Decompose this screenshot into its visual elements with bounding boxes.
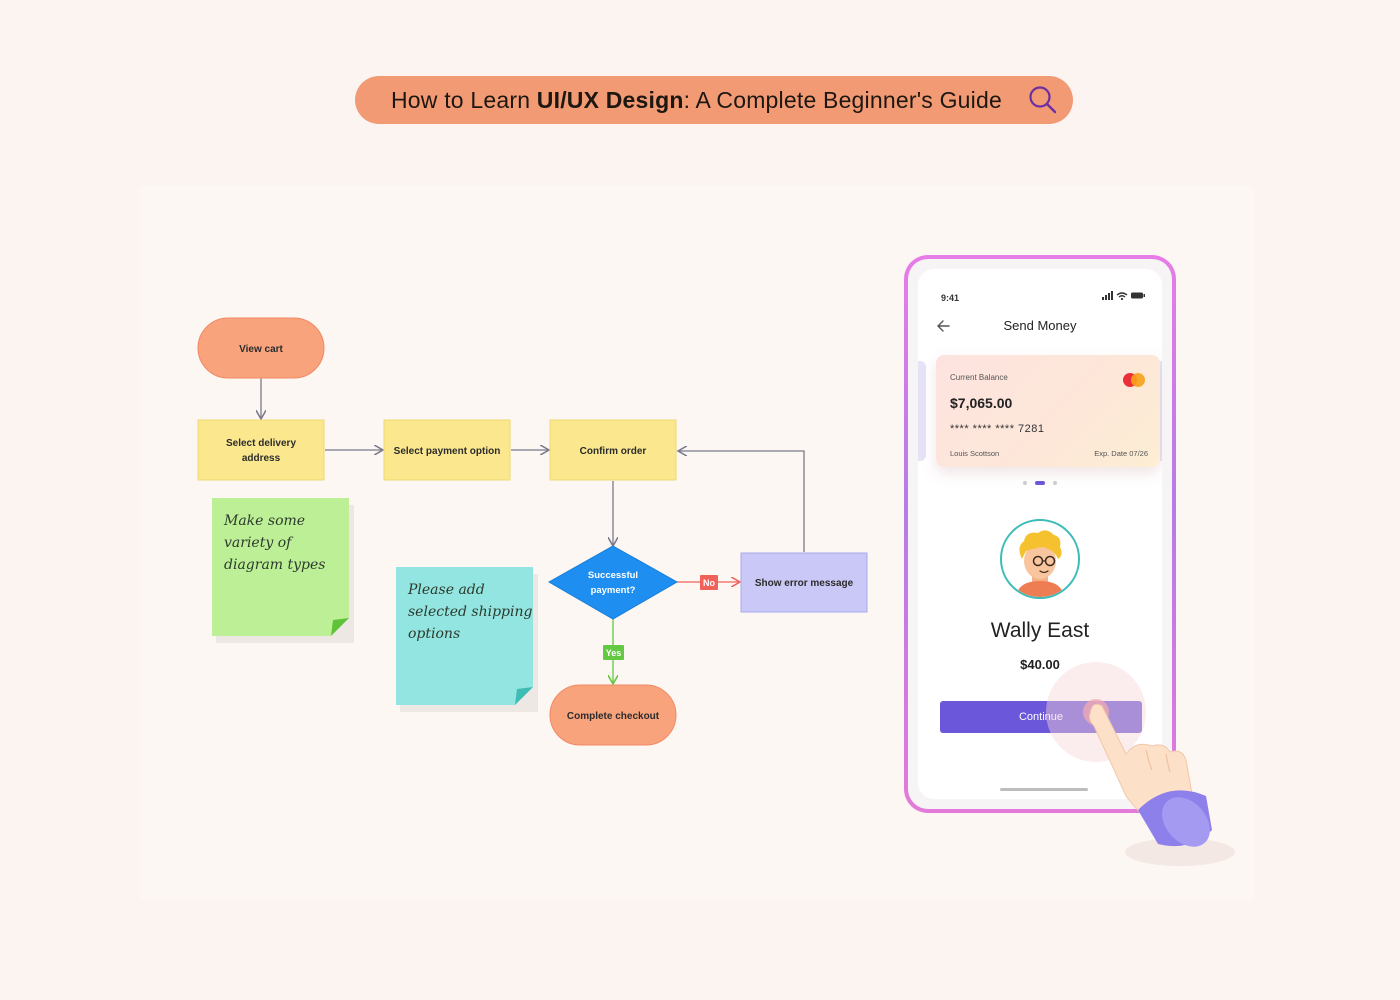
node-confirm-order-label: Confirm order: [580, 446, 647, 457]
node-select-delivery-label-1: Select delivery: [226, 438, 296, 449]
search-icon[interactable]: [1027, 84, 1059, 116]
sticky-teal-line-2: selected shipping: [408, 604, 532, 620]
screen-title: Send Money: [1003, 318, 1077, 333]
sticky-note-teal[interactable]: Please add selected shipping options: [396, 567, 538, 712]
edge-label-yes: Yes: [603, 645, 624, 660]
node-view-cart-label: View cart: [239, 344, 283, 355]
status-icons: [1102, 291, 1145, 301]
sticky-green-line-1: Make some: [223, 513, 305, 529]
battery-icon: [1131, 292, 1145, 299]
card-balance-label: Current Balance: [950, 373, 1008, 382]
card-balance: $7,065.00: [950, 395, 1013, 411]
transfer-amount: $40.00: [1020, 657, 1060, 672]
edge-error-confirm: [678, 451, 805, 552]
node-decision-label-2: payment?: [591, 585, 636, 596]
node-decision-payment[interactable]: Successful payment?: [547, 545, 679, 620]
node-select-delivery-label-2: address: [242, 453, 281, 464]
edge-label-no: No: [700, 575, 718, 590]
svg-text:Yes: Yes: [606, 648, 622, 658]
avatar: [1000, 519, 1080, 599]
sticky-green-line-3: diagram types: [224, 557, 325, 573]
phone-screen: 9:41: [918, 269, 1162, 799]
node-select-delivery[interactable]: Select delivery address: [197, 419, 325, 481]
pointing-hand-icon: [1046, 662, 1235, 866]
sticky-teal-line-1: Please add: [407, 582, 485, 598]
avatar-illustration: [1016, 530, 1064, 597]
card-number: **** **** **** 7281: [950, 423, 1045, 435]
sticky-note-green[interactable]: Make some variety of diagram types: [212, 498, 354, 643]
card-holder: Louis Scottson: [950, 449, 1000, 458]
back-arrow-icon[interactable]: [936, 319, 950, 333]
sticky-teal-line-3: options: [408, 626, 460, 642]
sticky-green-line-2: variety of: [224, 535, 294, 551]
node-confirm-order[interactable]: Confirm order: [549, 419, 677, 481]
carousel-dot[interactable]: [1053, 481, 1057, 485]
carousel-dot-active[interactable]: [1035, 481, 1045, 485]
carousel-dots: [918, 481, 1162, 485]
node-show-error-label: Show error message: [755, 578, 854, 589]
node-show-error[interactable]: Show error message: [740, 552, 868, 613]
phone-body: 9:41: [908, 259, 1172, 809]
balance-card[interactable]: Current Balance $7,065.00 **** **** ****…: [936, 355, 1160, 467]
wifi-icon: [1116, 292, 1128, 301]
carousel-dot[interactable]: [1023, 481, 1027, 485]
recipient-name: Wally East: [990, 619, 1090, 642]
svg-text:No: No: [703, 578, 715, 588]
status-time: 9:41: [941, 293, 960, 303]
signal-icon: [1102, 291, 1113, 300]
node-select-payment-label: Select payment option: [394, 446, 501, 457]
mastercard-logo-icon: [1123, 373, 1145, 387]
title-banner: How to Learn UI/UX Design: A Complete Be…: [355, 76, 1073, 124]
node-complete-checkout[interactable]: Complete checkout: [549, 684, 677, 746]
page-title: How to Learn UI/UX Design: A Complete Be…: [391, 86, 1002, 113]
card-expiry: Exp. Date 07/26: [1094, 449, 1148, 458]
node-complete-checkout-label: Complete checkout: [567, 711, 660, 722]
node-view-cart[interactable]: View cart: [197, 317, 325, 379]
node-decision-label-1: Successful: [588, 570, 638, 581]
node-select-payment[interactable]: Select payment option: [383, 419, 511, 481]
phone-mockup: 9:41: [904, 255, 1176, 813]
home-indicator: [1000, 788, 1088, 791]
card-peek-left: [918, 361, 926, 461]
